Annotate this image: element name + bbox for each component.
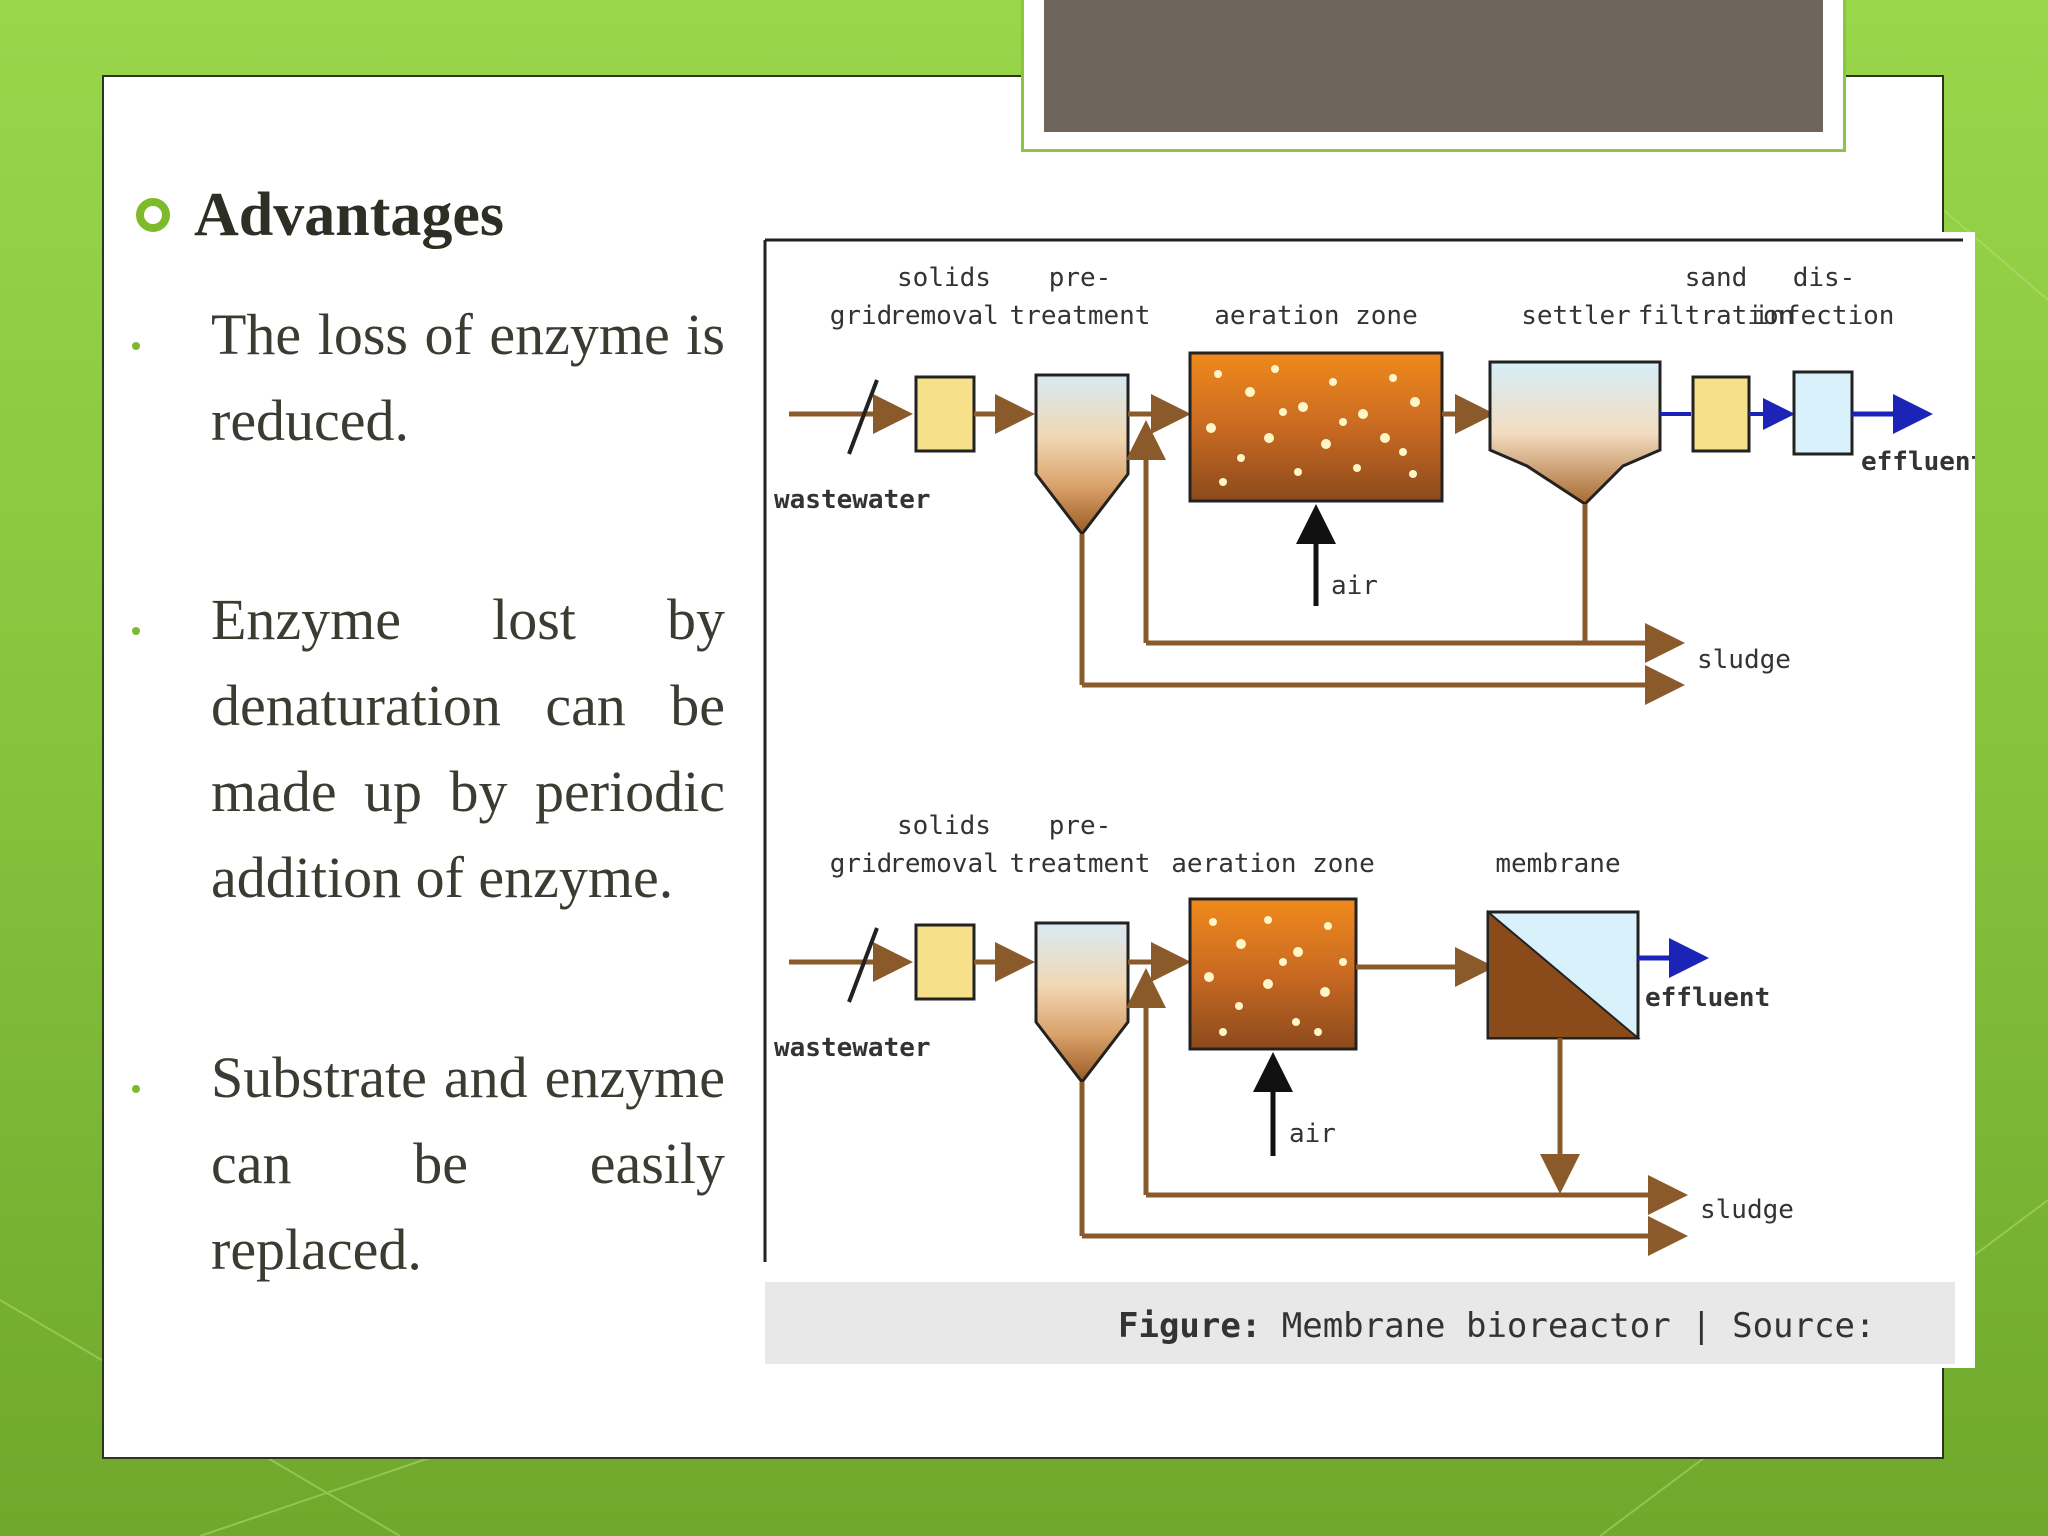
label-sludge: sludge [1700,1195,1794,1225]
label-grid: grid [830,849,893,879]
label-filtration: filtration [1638,301,1795,331]
membrane-process-diagram: grid solids removal pre- treatment aerat… [774,811,1794,1256]
figure-caption-bar [765,1282,1955,1364]
bullet-dot-icon [132,1085,140,1093]
label-air: air [1331,571,1378,601]
bullet-text-3: Substrate and enzyme can be easily repla… [211,1045,725,1282]
aeration-bubbles [1204,916,1347,1036]
figure-caption: Figure: Membrane bioreactor | Source: [1118,1306,1875,1346]
membrane-bioreactor-figure: grid solids removal pre- treatment aerat… [763,232,1986,1368]
label-solids: solids [897,263,991,293]
label-wastewater: wastewater [774,485,931,515]
label-sludge: sludge [1697,645,1791,675]
title-placeholder-tab [1021,0,1846,152]
label-removal: removal [889,301,999,331]
label-pre: pre- [1049,263,1112,293]
label-solids: solids [897,811,991,841]
aeration-bubbles [1206,365,1420,486]
label-treatment: treatment [1010,301,1151,331]
label-effluent: effluent [1645,983,1770,1013]
grid-bar-icon [847,927,879,1003]
aeration-tank [1188,351,1444,503]
label-removal: removal [889,849,999,879]
pretreatment-tank [1034,921,1130,1085]
label-infection: infection [1754,301,1895,331]
settler-tank [1488,360,1662,506]
grid-bar-icon [847,379,879,455]
advantages-heading: Advantages [136,180,504,250]
label-settler: settler [1521,301,1631,331]
title-placeholder [1044,0,1823,132]
pretreatment-tank [1034,373,1130,537]
label-aeration-zone: aeration zone [1171,849,1375,879]
bullet-text-1: The loss of enzyme is reduced. [211,302,725,453]
label-air: air [1289,1119,1336,1149]
solids-removal-unit [914,923,976,1001]
bullet-dot-icon [132,627,140,635]
label-sand: sand [1685,263,1748,293]
conventional-process-diagram: grid solids removal pre- treatment aerat… [774,263,1986,705]
bullet-text-2: Enzyme lost by denaturation can be made … [211,587,725,910]
label-wastewater: wastewater [774,1033,931,1063]
disinfection-unit [1792,370,1854,456]
sand-filter-unit [1691,375,1751,453]
label-dis: dis- [1793,263,1856,293]
label-pre: pre- [1049,811,1112,841]
membrane-sludge-fill [1487,909,1641,1039]
label-treatment: treatment [1010,849,1151,879]
label-aeration-zone: aeration zone [1214,301,1418,331]
solids-removal-unit [914,375,976,453]
bullet-dot-icon [132,342,140,350]
ring-bullet-icon [136,198,170,232]
heading-text: Advantages [194,180,505,249]
label-grid: grid [830,301,893,331]
label-effluent: effluent [1861,447,1975,477]
label-membrane: membrane [1495,849,1620,879]
